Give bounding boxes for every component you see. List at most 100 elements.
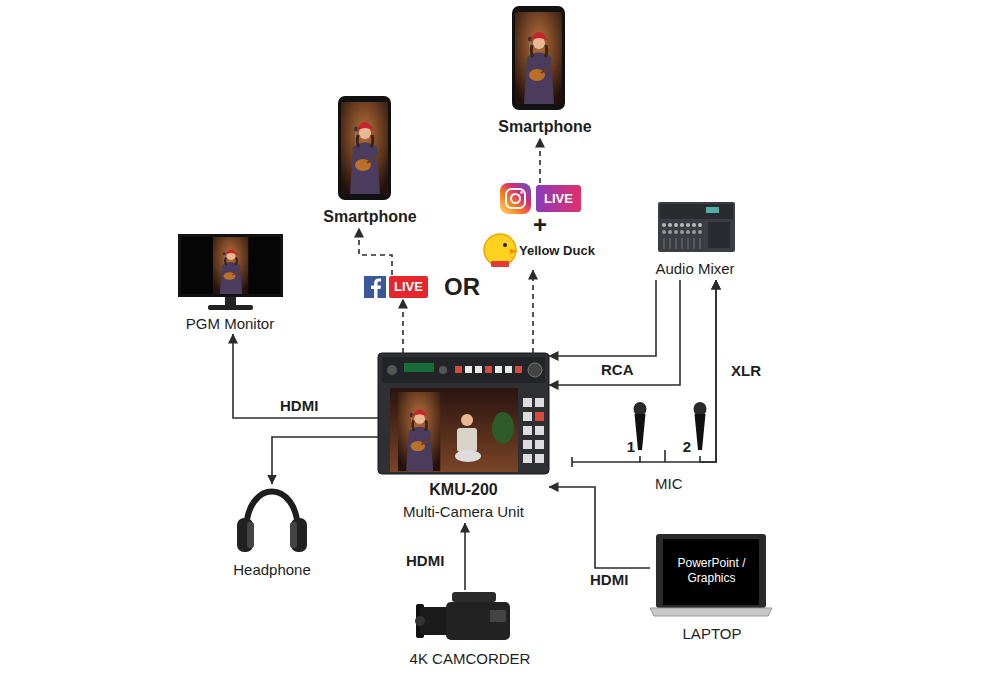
- node-text: Smartphone: [318, 207, 422, 226]
- audio-mixer-illustration: [708, 222, 730, 248]
- laptop-illustration: [656, 534, 766, 608]
- multi-camera-unit-illustration: [535, 454, 544, 463]
- audio-mixer-illustration: [686, 230, 690, 234]
- multi-camera-unit-illustration: [535, 426, 544, 435]
- camcorder-device: 4K CAMCORDER: [395, 590, 545, 670]
- audio-mixer-illustration: [692, 230, 696, 234]
- yellow-duck-logo: [491, 261, 509, 267]
- multi-camera-unit-illustration: [455, 450, 481, 462]
- signal-connector: [233, 334, 378, 418]
- signal-connector: [532, 270, 534, 353]
- live-badge: LIVE: [364, 275, 428, 299]
- microphone: 2: [680, 400, 710, 456]
- headphone-illustration: [291, 518, 307, 552]
- signal-label: HDMI: [590, 570, 628, 589]
- smartphone-illustration: [512, 6, 565, 110]
- signal-connector: [549, 280, 656, 356]
- multi-camera-unit-illustration: [378, 353, 549, 474]
- node-text: 4K CAMCORDER: [395, 649, 545, 668]
- headphone-illustration: [237, 492, 307, 553]
- audio-mixer-device: Audio Mixer: [640, 200, 750, 280]
- plus-sign: +: [533, 211, 547, 239]
- camcorder-illustration: [446, 602, 510, 640]
- multi-camera-unit-illustration: [457, 428, 477, 452]
- headphone-illustration: [247, 522, 254, 548]
- audio-mixer-illustration: [674, 230, 678, 234]
- monitor-illustration: [213, 237, 248, 294]
- monitor-illustration: [178, 234, 283, 310]
- signal-connector: [539, 138, 541, 183]
- camcorder-illustration: [490, 610, 506, 622]
- node-text: 2: [680, 437, 694, 456]
- multi-camera-unit-illustration: [515, 366, 522, 373]
- microphone: 1: [622, 400, 652, 456]
- audio-mixer-illustration: [674, 223, 678, 227]
- microphone-illustration: [694, 402, 707, 416]
- signal-label: HDMI: [406, 551, 444, 570]
- node-text: LIVE: [536, 185, 581, 212]
- camcorder-illustration: [415, 616, 425, 626]
- multi-camera-unit-illustration: [390, 388, 518, 472]
- headphone-illustration: [237, 518, 253, 552]
- multi-camera-unit-illustration: [461, 414, 473, 426]
- facebook-logo: [364, 276, 386, 298]
- signal-connector: [464, 523, 466, 590]
- node-text: Multi-Camera Unit: [378, 502, 549, 521]
- node-text: 1: [624, 437, 638, 456]
- node-text: Audio Mixer: [640, 259, 750, 278]
- audio-mixer-illustration: [664, 238, 700, 249]
- signal-label: HDMI: [280, 396, 318, 415]
- multi-camera-unit-illustration: [535, 398, 544, 407]
- smartphone-device: Smartphone: [490, 4, 600, 138]
- audio-mixer-illustration: [662, 230, 666, 234]
- audio-mixer-illustration: [668, 223, 672, 227]
- audio-mixer-illustration: [660, 204, 733, 219]
- smartphone-illustration: [341, 102, 388, 194]
- facebook-logo: [364, 276, 386, 298]
- multi-camera-unit-illustration: [465, 366, 472, 373]
- instagram-logo: [500, 183, 531, 214]
- audio-mixer-illustration: [668, 230, 672, 234]
- laptop-illustration: [650, 608, 772, 616]
- laptop-illustration: [663, 539, 759, 605]
- switcher-device: KMU-200Multi-Camera Unit: [378, 353, 549, 523]
- camcorder-illustration: [415, 592, 510, 640]
- multi-camera-unit-illustration: [535, 440, 544, 449]
- audio-mixer-illustration: [680, 230, 684, 234]
- or-label: OR: [444, 273, 480, 301]
- microphone-illustration: [635, 414, 646, 450]
- audio-mixer-illustration: [658, 202, 735, 252]
- headphone-device: Headphone: [220, 484, 324, 580]
- multi-camera-unit-illustration: [387, 365, 397, 375]
- multi-camera-unit-illustration: [404, 363, 434, 372]
- multi-camera-unit-illustration: [485, 366, 492, 373]
- microphone-illustration: [634, 402, 647, 416]
- monitor-illustration: [208, 305, 253, 310]
- audio-mixer-illustration: [680, 223, 684, 227]
- node-text: KMU-200: [378, 480, 549, 499]
- mic-label: MIC: [655, 474, 683, 493]
- signal-connector: [549, 487, 650, 568]
- multi-camera-unit-illustration: [455, 366, 462, 373]
- signal-connector: [402, 299, 404, 353]
- node-text: PGM Monitor: [168, 314, 292, 333]
- multi-camera-unit-illustration: [523, 426, 532, 435]
- microphone-illustration: [634, 402, 707, 450]
- instagram-logo: [506, 189, 525, 208]
- camcorder-illustration: [452, 592, 496, 602]
- instagram-logo: [511, 194, 520, 203]
- monitor-illustration: [178, 234, 283, 297]
- audio-mixer-illustration: [706, 207, 719, 213]
- node-text: PowerPoint / Graphics: [665, 556, 758, 586]
- multi-camera-unit-illustration: [505, 366, 512, 373]
- audio-mixer-illustration: [658, 202, 735, 252]
- smartphone-illustration: [338, 96, 391, 200]
- node-text: Smartphone: [490, 117, 600, 136]
- signal-connector: [272, 437, 378, 484]
- signal-connector: [700, 280, 716, 462]
- audio-mixer-illustration: [686, 223, 690, 227]
- signal-connector: [640, 280, 716, 462]
- multi-camera-unit-illustration: [523, 398, 532, 407]
- yellow-duck-logo: [503, 243, 507, 247]
